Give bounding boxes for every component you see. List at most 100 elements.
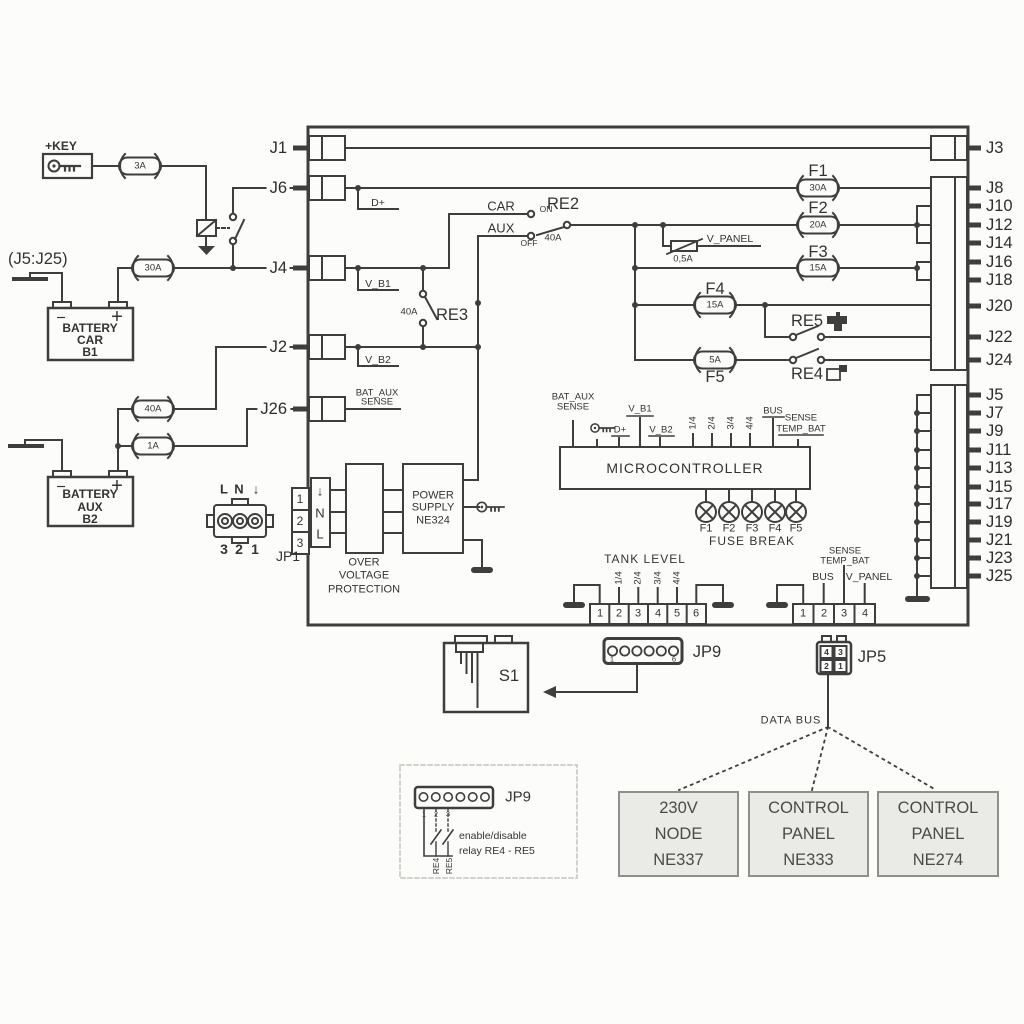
mcu-dplus: D+ <box>613 424 627 436</box>
tank-pin-4: 4 <box>654 607 662 620</box>
jp5-pin-2: 2 <box>824 660 829 671</box>
mcu-sense1: SENSE <box>784 412 818 424</box>
busconn-vpanel: V_PANEL <box>845 570 893 583</box>
inset-note2: relay RE4 - RE5 <box>459 844 535 857</box>
mcu-level-44: 4/4 <box>744 413 755 433</box>
re4-name: RE4 <box>790 364 824 383</box>
lamp-f5: F5 <box>789 522 803 535</box>
jp1-bottom-2: 2 <box>235 541 243 557</box>
tank-level-connector <box>563 584 734 625</box>
mcu-bataux2: SENSE <box>556 401 590 413</box>
jp1-pin3: 3 <box>296 536 304 550</box>
re4-switch <box>788 347 847 381</box>
re2-name: RE2 <box>546 194 580 213</box>
signal-dplus: D+ <box>371 196 385 209</box>
lamp-f1: F1 <box>699 522 713 535</box>
water-tap-icon <box>827 312 847 331</box>
re5-name: RE5 <box>790 311 824 330</box>
b2-line1: BATTERY <box>62 487 118 501</box>
relay-contact-arm <box>233 218 246 241</box>
fuse-30a: 30A <box>144 262 162 274</box>
port-label-j14: J14 <box>986 233 1013 252</box>
lamp-f3: F3 <box>745 522 759 535</box>
signal-vb1: V_B1 <box>365 277 391 290</box>
battery-car-box <box>46 306 135 362</box>
lamp-f2: F2 <box>722 522 736 535</box>
mcu-title: MICROCONTROLLER <box>606 460 764 476</box>
port-label-j12: J12 <box>986 215 1013 234</box>
signal-vb2: V_B2 <box>365 353 391 366</box>
b2-minus: − <box>56 477 66 496</box>
tank-level-44: 4/4 <box>671 571 683 585</box>
port-label-j7: J7 <box>986 403 1004 422</box>
re2-car: CAR <box>487 198 515 214</box>
jp1-plug <box>206 498 274 544</box>
b2-plus: + <box>111 475 123 497</box>
data-bus-label: DATA BUS <box>760 714 822 727</box>
re3-switch <box>418 289 439 328</box>
f1-name: F1 <box>808 161 828 180</box>
port-label-j2: J2 <box>266 339 290 356</box>
jp1-pin2: 2 <box>296 514 304 528</box>
fuse-break-label: FUSE BREAK <box>708 534 796 548</box>
inset-re5: RE5 <box>443 857 454 875</box>
ovp-line1: OVER <box>348 556 380 569</box>
ac-earth: ↓ <box>316 483 324 499</box>
f5-rating: 5A <box>709 354 721 366</box>
f3-name: F3 <box>808 242 828 261</box>
jp5-pin-3: 3 <box>838 646 843 657</box>
port-label-j17: J17 <box>986 494 1013 513</box>
ovp-line2: VOLTAGE <box>338 569 390 582</box>
port-label-j16: J16 <box>986 252 1013 271</box>
port-label-j23: J23 <box>986 548 1013 567</box>
tank-pin-3: 3 <box>634 607 642 620</box>
b1-plus: + <box>111 306 123 328</box>
port-label-j4: J4 <box>266 260 290 277</box>
node-line: NE274 <box>912 850 964 869</box>
jp9-inset <box>399 764 578 879</box>
port-label-j20: J20 <box>986 296 1013 315</box>
inset-pin-3: 3 <box>445 809 451 819</box>
fuse-3a: 3A <box>134 160 146 172</box>
ac-n: N <box>315 505 325 521</box>
jp1-bottom-1: 1 <box>251 541 259 557</box>
port-label-j26: J26 <box>257 401 290 418</box>
busconn-pin-3: 3 <box>840 607 848 620</box>
fuse-40a: 40A <box>144 403 162 415</box>
re3-rating: 40A <box>400 306 418 318</box>
b1-line3: B1 <box>82 345 98 359</box>
re2-off: OFF <box>520 237 538 248</box>
node-230v-ne337: 230V NODE NE337 <box>618 791 739 877</box>
node-panel-ne333: CONTROL PANEL NE333 <box>748 791 869 877</box>
inset-re4: RE4 <box>430 857 441 875</box>
re3-name: RE3 <box>435 305 469 324</box>
b1-line2: CAR <box>77 333 103 347</box>
tank-pin-5: 5 <box>673 607 681 620</box>
b1-line1: BATTERY <box>62 321 118 335</box>
tank-pin-2: 2 <box>615 607 623 620</box>
re5-switch <box>788 312 847 342</box>
tank-level-34: 3/4 <box>652 571 664 585</box>
f1-rating: 30A <box>809 182 827 194</box>
node-panel-ne274: CONTROL PANEL NE274 <box>877 791 999 877</box>
mcu-vb2: V_B2 <box>649 424 673 436</box>
busconn-pin-2: 2 <box>820 607 828 620</box>
b1-minus: − <box>56 308 66 327</box>
ac-l: L <box>316 526 324 542</box>
ground-bar <box>471 567 493 573</box>
port-label-j11: J11 <box>986 440 1012 459</box>
key-label: +KEY <box>45 139 77 153</box>
ground-ref-label: (J5:J25) <box>8 249 68 268</box>
b2-line3: B2 <box>82 512 98 526</box>
re2-switch <box>526 209 572 241</box>
inset-pin-2: 2 <box>433 809 439 819</box>
node-line: PANEL <box>911 824 965 843</box>
mcu-vb1: V_B1 <box>628 403 652 415</box>
microcontroller-block <box>559 415 824 523</box>
busconn-pin-1: 1 <box>799 607 807 620</box>
psu-line3: NE324 <box>416 514 450 527</box>
s1-sensor <box>442 635 530 714</box>
tank-pin-1: 1 <box>596 607 604 620</box>
vpanel-fuse: 0,5A <box>673 253 693 265</box>
battery-aux-circuit <box>8 346 294 528</box>
